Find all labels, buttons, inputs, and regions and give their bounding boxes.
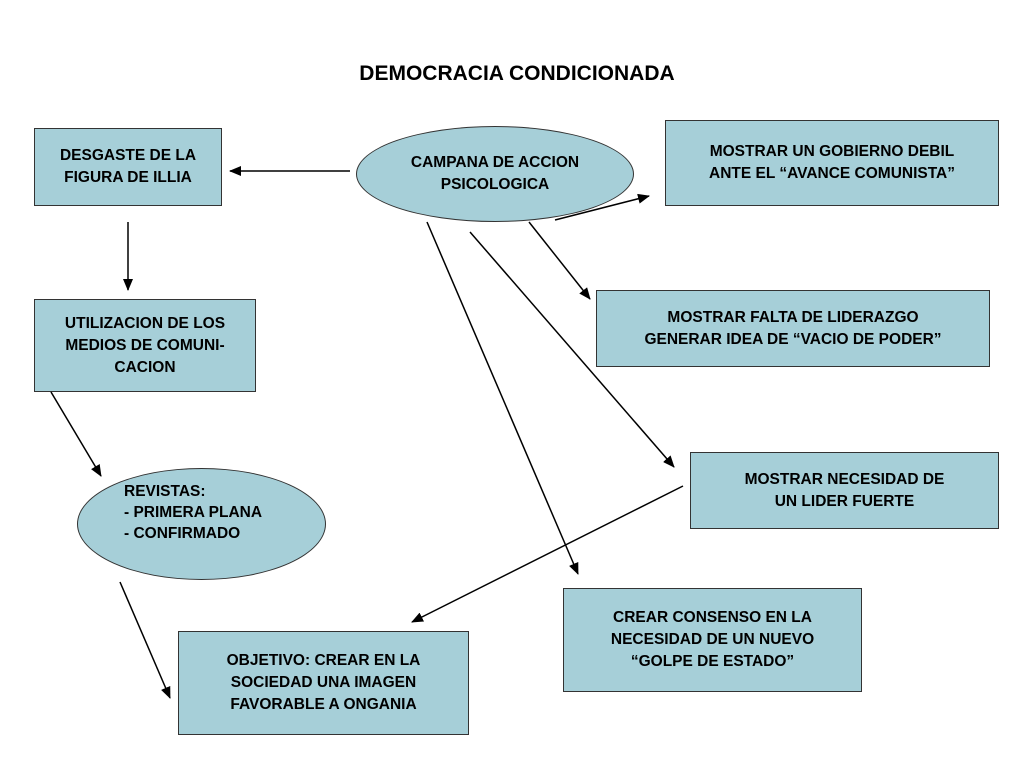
arrow-campana-to-consenso [426, 221, 579, 575]
node-utilizacion-label: UTILIZACION DE LOS MEDIOS DE COMUNI- CAC… [64, 314, 226, 376]
node-desgaste: DESGASTE DE LA FIGURA DE ILLIA [34, 128, 222, 206]
node-falta-liderazgo: MOSTRAR FALTA DE LIDERAZGO GENERAR IDEA … [596, 290, 990, 367]
node-revistas: REVISTAS: - PRIMERA PLANA - CONFIRMADO [77, 468, 326, 580]
node-necesidad-lider-label: MOSTRAR NECESIDAD DE UN LIDER FUERTE [744, 470, 945, 510]
diagram-title: DEMOCRACIA CONDICIONADA [359, 62, 675, 85]
node-gobierno-debil: MOSTRAR UN GOBIERNO DEBIL ANTE EL “AVANC… [665, 120, 999, 206]
node-campana-label: CAMPANA DE ACCION PSICOLOGICA [410, 154, 580, 193]
node-consenso-label: CREAR CONSENSO EN LA NECESIDAD DE UN NUE… [610, 609, 815, 670]
node-revistas-heading: REVISTAS: [124, 483, 206, 500]
node-campana: CAMPANA DE ACCION PSICOLOGICA [356, 126, 634, 222]
node-gobierno-debil-label: MOSTRAR UN GOBIERNO DEBIL ANTE EL “AVANC… [709, 143, 955, 182]
node-utilizacion: UTILIZACION DE LOS MEDIOS DE COMUNI- CAC… [34, 299, 256, 392]
node-objetivo-label: OBJETIVO: CREAR EN LA SOCIEDAD UNA IMAGE… [226, 652, 421, 713]
arrow-utilizacion-to-revistas [50, 391, 102, 477]
node-falta-liderazgo-label: MOSTRAR FALTA DE LIDERAZGO GENERAR IDEA … [644, 308, 942, 348]
arrow-campana-to-necesidad-lider [469, 231, 675, 468]
arrow-revistas-to-objetivo [119, 581, 171, 699]
node-revistas-item: - PRIMERA PLANA [124, 504, 263, 521]
node-consenso: CREAR CONSENSO EN LA NECESIDAD DE UN NUE… [563, 588, 862, 692]
node-revistas-item: - CONFIRMADO [124, 525, 241, 542]
node-desgaste-label: DESGASTE DE LA FIGURA DE ILLIA [59, 147, 197, 186]
node-objetivo: OBJETIVO: CREAR EN LA SOCIEDAD UNA IMAGE… [178, 631, 469, 735]
arrow-campana-to-gobierno-debil [554, 193, 650, 221]
node-necesidad-lider: MOSTRAR NECESIDAD DE UN LIDER FUERTE [690, 452, 999, 529]
arrow-necesidad-lider-to-objetivo [411, 485, 684, 623]
arrow-campana-to-falta-liderazgo [528, 221, 591, 300]
